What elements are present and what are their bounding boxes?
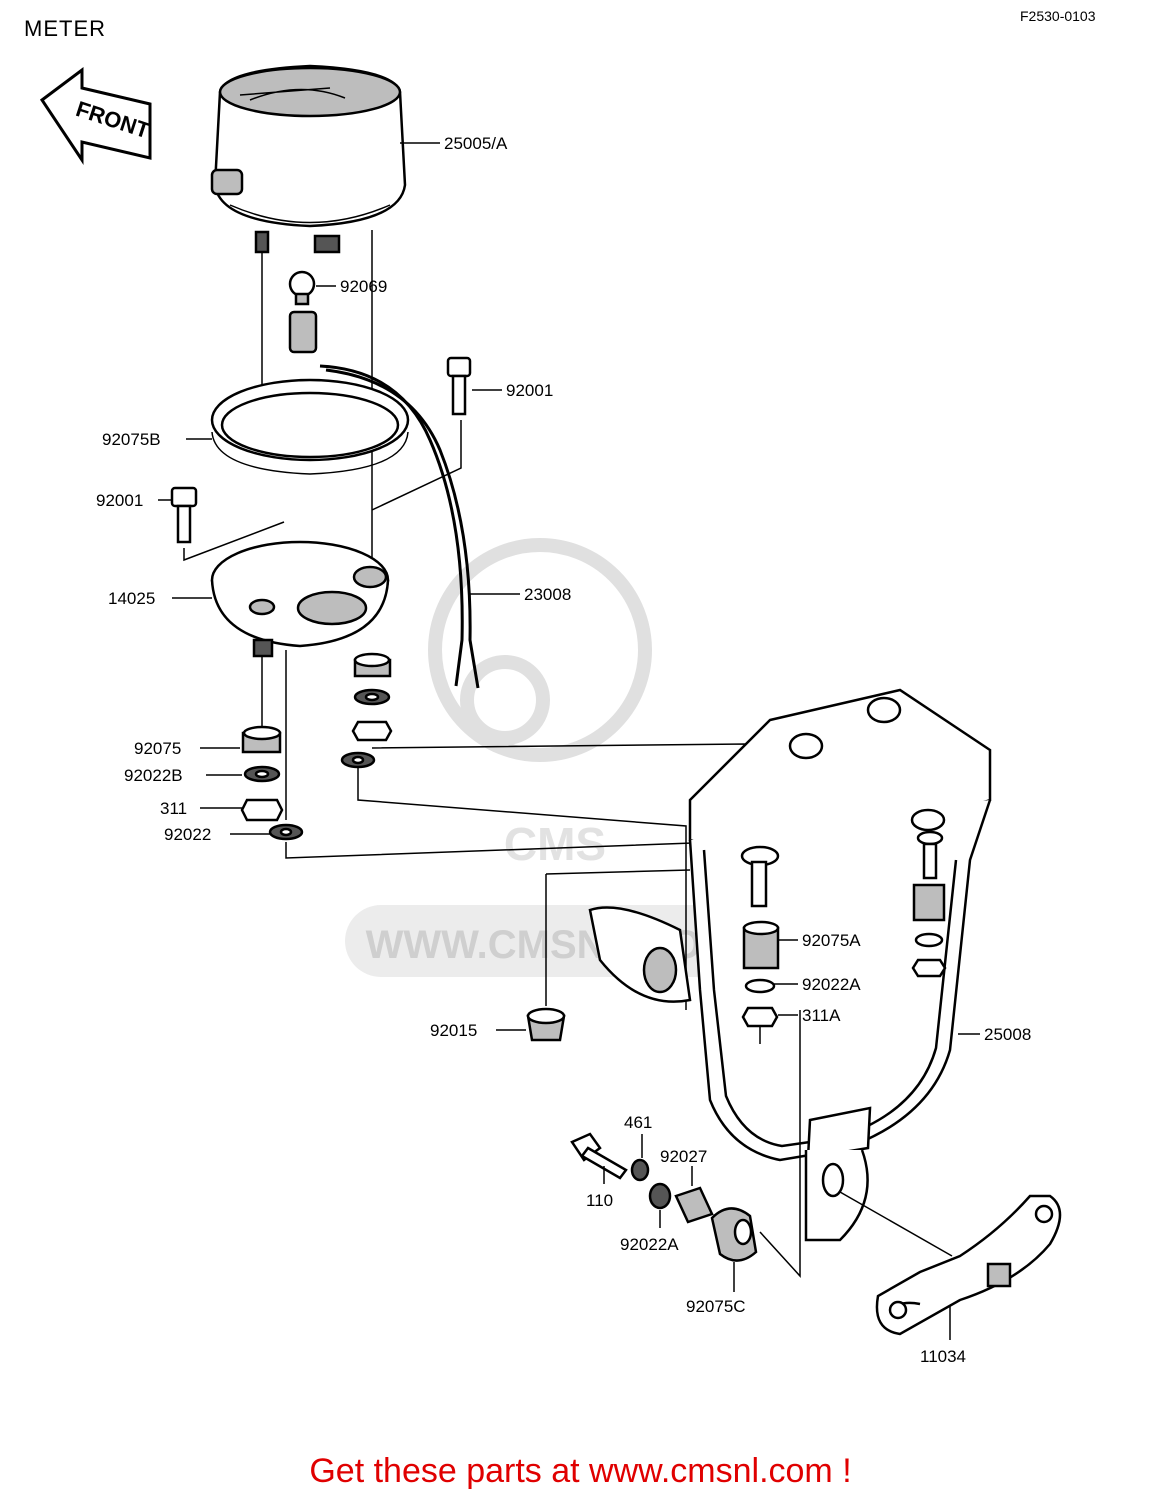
label-92001-left: 92001 bbox=[96, 491, 143, 510]
label-92022A: 92022A bbox=[802, 975, 861, 994]
meter-base-14025 bbox=[210, 540, 390, 658]
label-92075: 92075 bbox=[134, 739, 181, 758]
label-92015: 92015 bbox=[430, 1021, 477, 1040]
watermark: CMS WWW.CMSNL.COM bbox=[345, 538, 755, 977]
diagram-code: F2530-0103 bbox=[1020, 8, 1096, 24]
front-arrow: FRONT bbox=[39, 67, 153, 165]
label-92075B: 92075B bbox=[102, 430, 161, 449]
hardware-stack-right bbox=[911, 830, 947, 978]
plate-11034 bbox=[839, 1191, 1062, 1336]
label-92022: 92022 bbox=[164, 825, 211, 844]
label-92075A: 92075A bbox=[802, 931, 861, 950]
label-311: 311 bbox=[160, 799, 187, 818]
hardware-stack-left bbox=[240, 725, 304, 841]
label-92027: 92027 bbox=[660, 1147, 707, 1166]
label-25005A: 25005/A bbox=[444, 134, 508, 153]
front-arrow-icon bbox=[39, 67, 152, 165]
bolt-92001-right bbox=[446, 356, 472, 416]
hardware-stack-mid bbox=[740, 845, 780, 1044]
label-311A: 311A bbox=[802, 1006, 841, 1025]
watermark-logo-eye bbox=[460, 655, 550, 745]
label-23008: 23008 bbox=[524, 585, 571, 604]
cta-link[interactable]: Get these parts at www.cmsnl.com ! bbox=[309, 1452, 852, 1490]
speedometer-25005A bbox=[210, 64, 407, 254]
label-110: 110 bbox=[586, 1191, 613, 1210]
ring-92075B bbox=[210, 378, 410, 475]
grommet-92015 bbox=[526, 869, 691, 1042]
label-14025: 14025 bbox=[108, 589, 155, 608]
label-92075C: 92075C bbox=[686, 1297, 746, 1316]
page-title: METER bbox=[24, 16, 106, 41]
label-92001-right: 92001 bbox=[506, 381, 553, 400]
hardware-stack-center bbox=[340, 652, 393, 769]
hardware-stack-lower bbox=[570, 1010, 801, 1278]
bolt-92001-left bbox=[170, 486, 198, 544]
bulb-92069 bbox=[288, 270, 318, 354]
label-461: 461 bbox=[624, 1113, 652, 1132]
watermark-logo-ring bbox=[428, 538, 652, 762]
label-25008: 25008 bbox=[984, 1025, 1031, 1044]
label-92069: 92069 bbox=[340, 277, 387, 296]
watermark-logo-text: CMS bbox=[504, 818, 606, 870]
label-92022B: 92022B bbox=[124, 766, 183, 785]
label-11034: 11034 bbox=[920, 1347, 966, 1366]
label-92022A-lower: 92022A bbox=[620, 1235, 679, 1254]
